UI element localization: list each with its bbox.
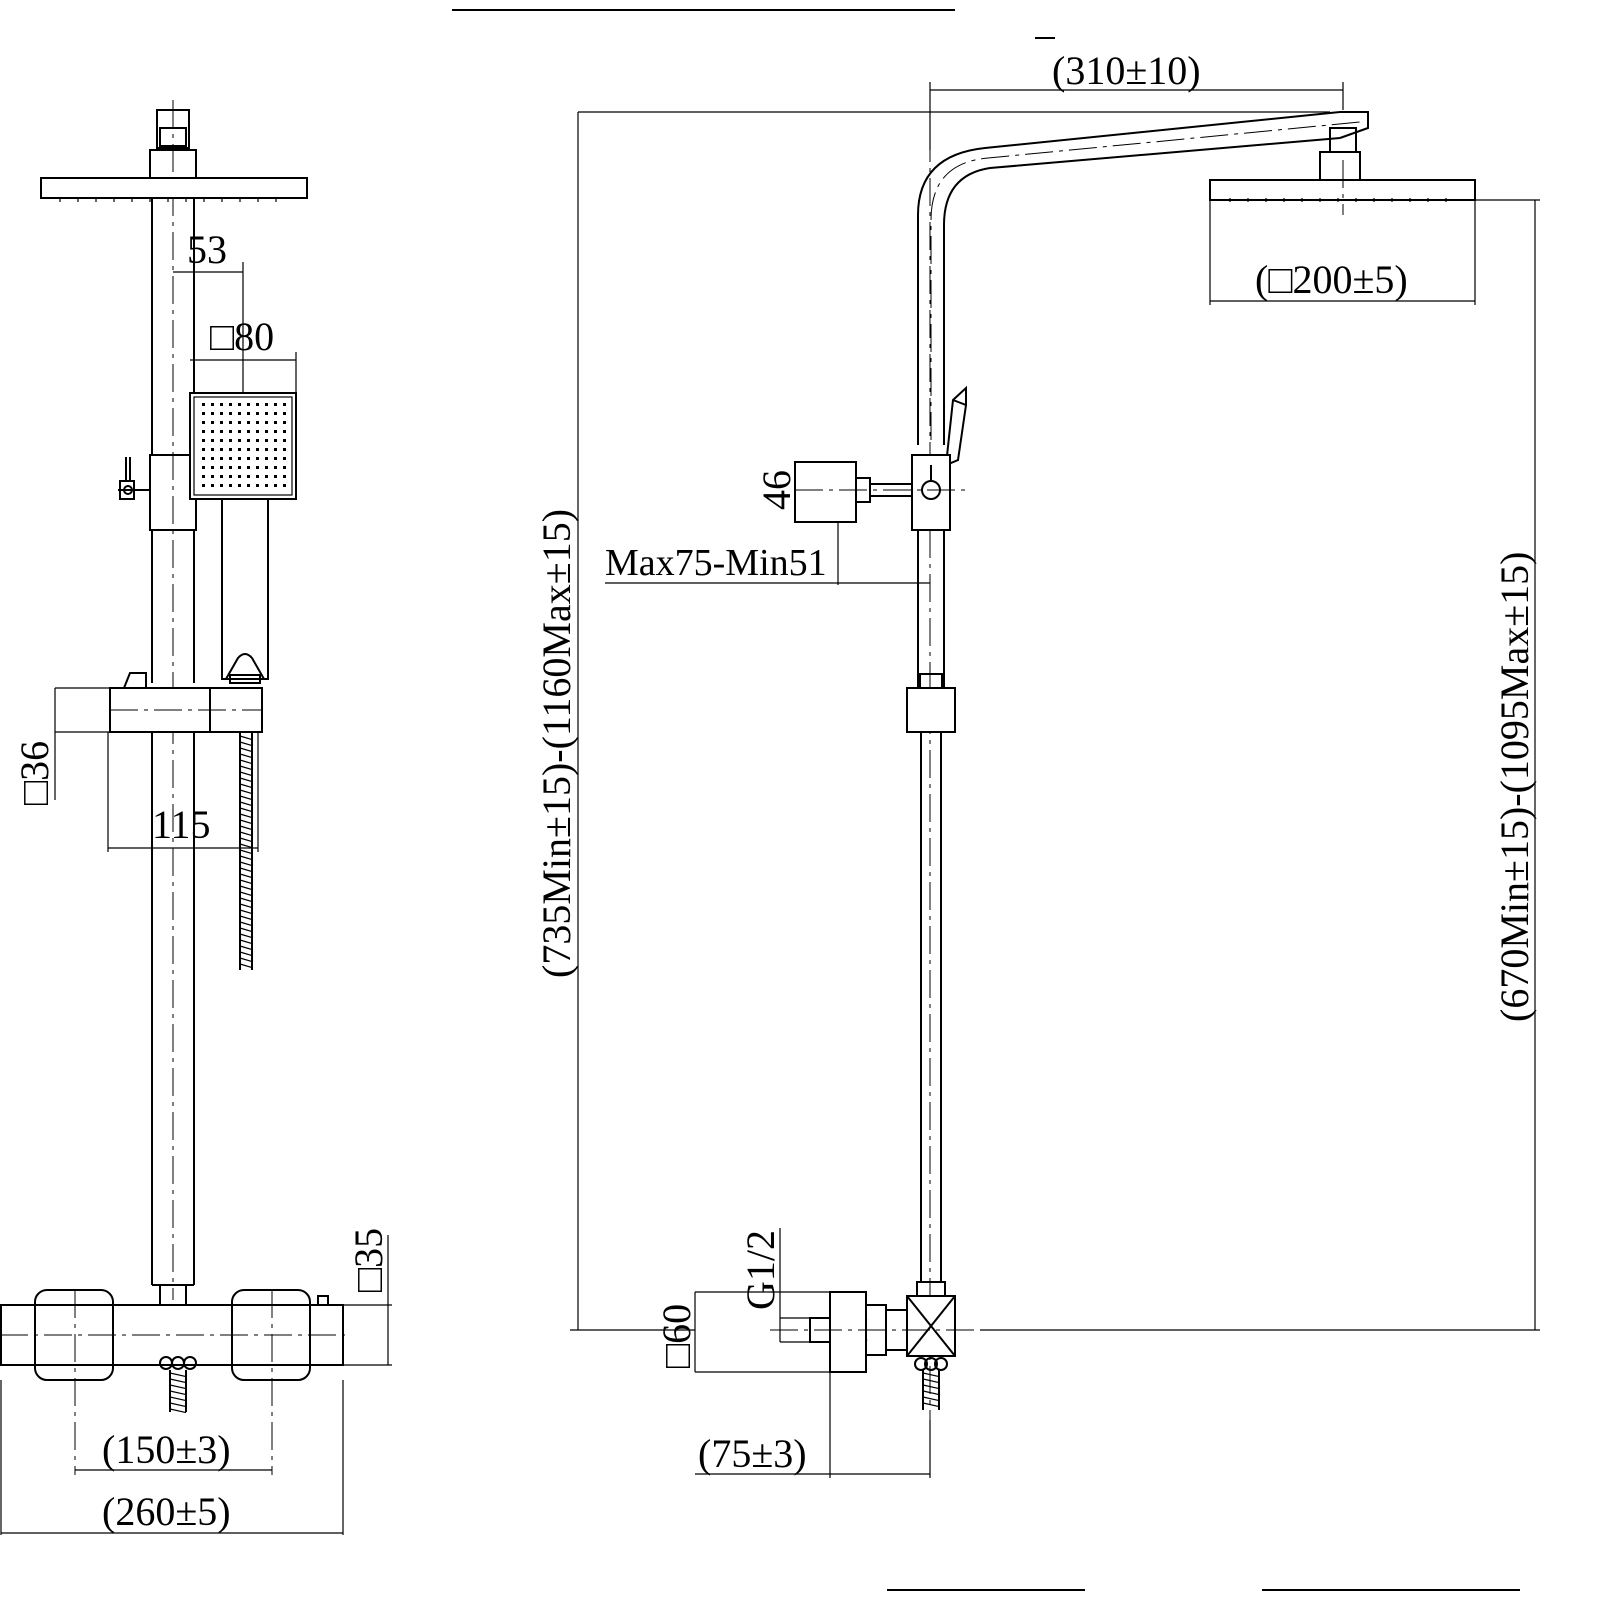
dim-flange-size: □60 [654, 1304, 699, 1368]
hand-shower-side [944, 385, 967, 467]
rain-shower-head-front [40, 177, 308, 202]
slider-front [109, 672, 263, 733]
riser-pipe-front [151, 198, 195, 1306]
riser-pipe-side [906, 530, 956, 1297]
thermostatic-valve-front [0, 1289, 345, 1475]
dim-valve-height: □35 [346, 1228, 391, 1292]
dim-total-height: (735Min±15)-(1160Max±15) [534, 509, 579, 978]
front-dimensions [0, 262, 392, 1535]
dim-slider-width: 115 [152, 802, 211, 847]
dim-wall-offset: (75±3) [698, 1431, 807, 1476]
dim-arm-reach: (310±10) [1052, 48, 1201, 93]
handshower-holder-side [794, 454, 965, 531]
dim-handshower-size: □80 [210, 314, 274, 359]
dim-arm-offset: 53 [187, 227, 227, 272]
dim-slider-size: □36 [12, 741, 57, 805]
dim-head-height: (670Min±15)-(1095Max±15) [1492, 551, 1537, 1022]
dim-inlet-spacing: (150±3) [102, 1427, 231, 1472]
side-view: (310±10) (□200±5) 46 Max75-Min51 (735Min… [534, 48, 1540, 1478]
dim-head-size: (□200±5) [1255, 257, 1408, 302]
rain-shower-head-side [1209, 160, 1476, 215]
dim-holder-projection: Max75-Min51 [605, 542, 827, 584]
hand-shower-front [189, 392, 297, 684]
shower-arm-side [917, 111, 1369, 445]
hose-front [239, 732, 253, 970]
side-dimensions [570, 82, 1540, 1478]
front-view: 53 □80 □36 115 □35 (150±3) (260±5) [0, 100, 392, 1535]
dim-thread: G1/2 [738, 1230, 783, 1310]
dim-holder-size: 46 [754, 470, 799, 510]
thermostatic-valve-side [770, 1291, 990, 1410]
dim-valve-width: (260±5) [102, 1489, 231, 1534]
handshower-holder-front [118, 454, 197, 531]
